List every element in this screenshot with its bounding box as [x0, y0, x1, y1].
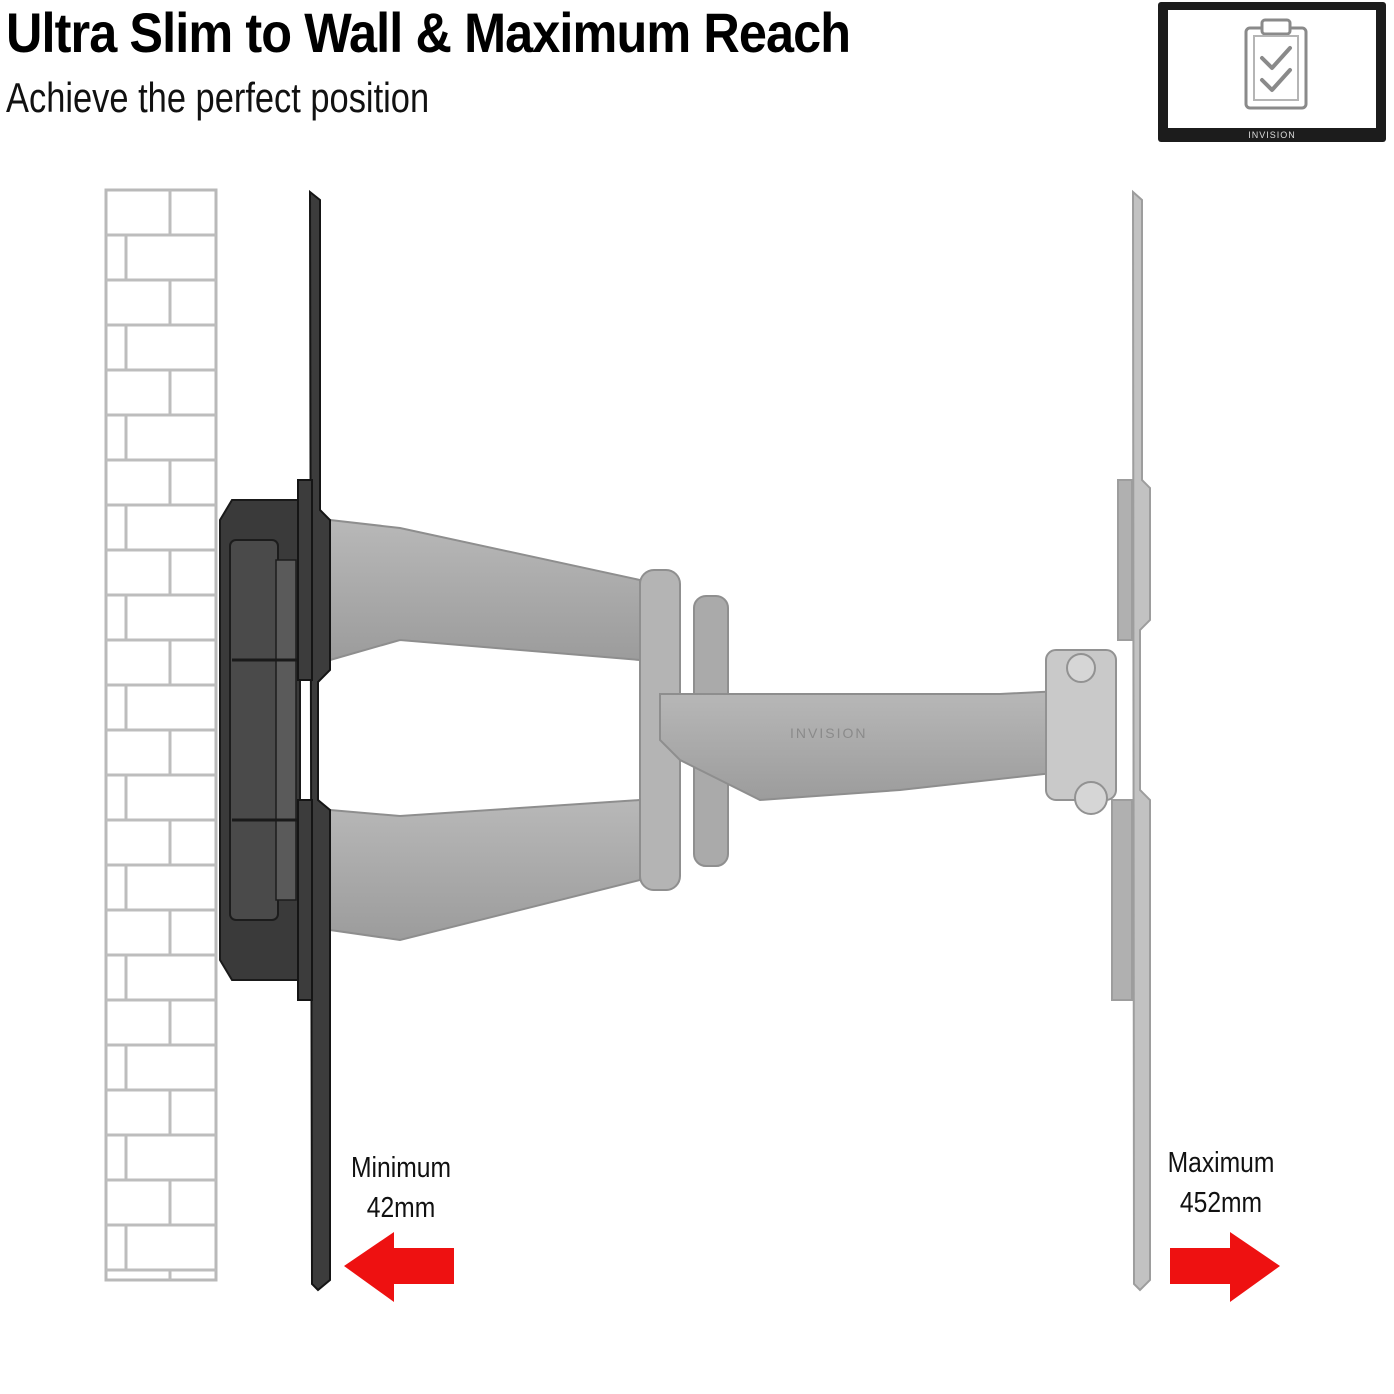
tv-badge: INVISION — [1158, 2, 1386, 142]
wall-bracket — [219, 499, 301, 981]
minimum-label-text: Minimum — [351, 1152, 451, 1184]
minimum-value-text: 42mm — [366, 1192, 436, 1224]
brick-wall — [104, 188, 218, 1282]
minimum-arrow — [344, 1232, 454, 1302]
maximum-value-text: 452mm — [1179, 1187, 1263, 1219]
tv-plate-max-position — [1111, 189, 1151, 1292]
extension-arm: INVISION — [659, 649, 1117, 815]
tv-screen — [1168, 10, 1376, 128]
clipboard-check-icon — [1244, 18, 1308, 110]
badge-brand-logo: INVISION — [1248, 130, 1296, 140]
maximum-arrow — [1170, 1232, 1280, 1302]
tv-plate-min-position — [297, 189, 331, 1292]
lower-arm — [329, 798, 641, 942]
arm-brand-logo: INVISION — [790, 725, 867, 741]
page-title: Ultra Slim to Wall & Maximum Reach — [6, 1, 851, 64]
maximum-label-text: Maximum — [1167, 1147, 1275, 1179]
minimum-reach-label: Minimum 42mm — [333, 1148, 469, 1228]
page-subtitle: Achieve the perfect position — [6, 74, 430, 121]
maximum-reach-label: Maximum 452mm — [1153, 1143, 1289, 1223]
